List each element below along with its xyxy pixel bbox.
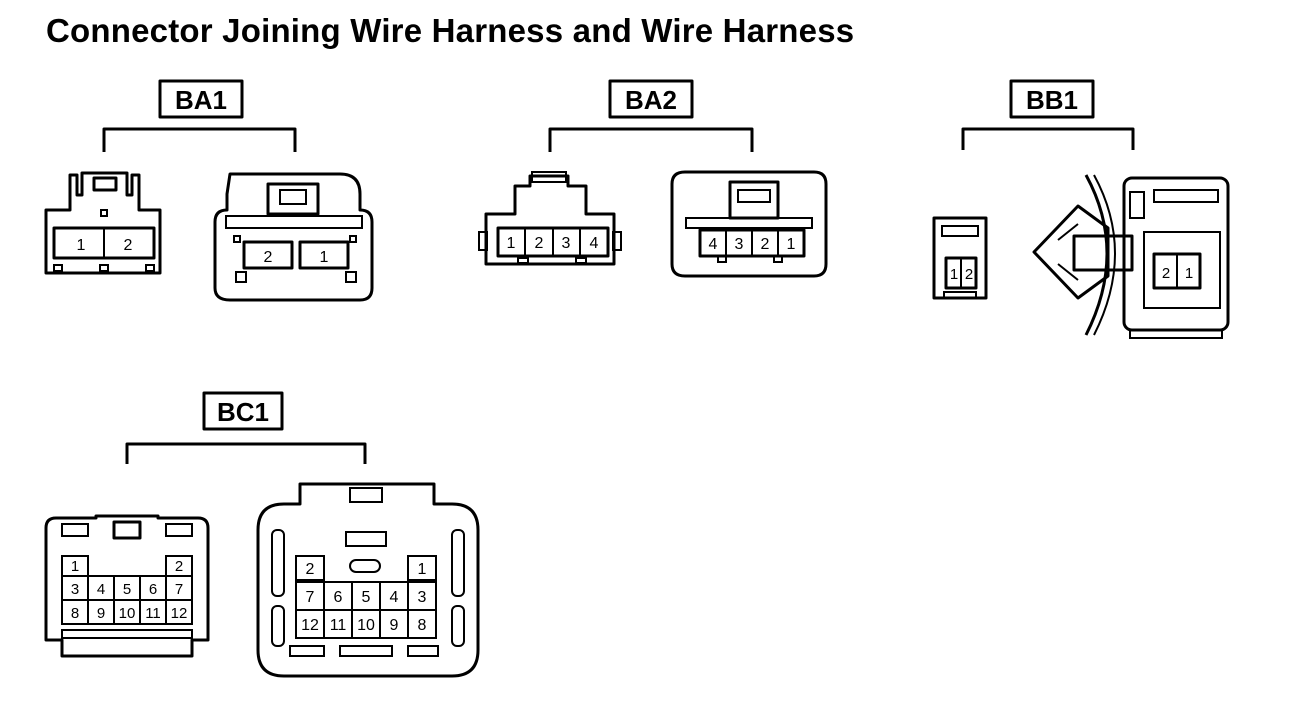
pin-bb1-male-2: 2 (965, 266, 973, 283)
connector-bc1-male: 1 2 3 4 5 6 7 8 9 10 11 12 (44, 514, 210, 658)
pin-bc1-female-3: 3 (418, 589, 427, 606)
pin-bc1-male-9: 9 (97, 605, 105, 622)
connector-ba1-male: 1 2 (44, 171, 162, 275)
pin-ba1-male-2: 2 (124, 237, 133, 254)
bracket-bc1 (125, 442, 367, 464)
connector-label-ba2: BA2 (625, 85, 677, 115)
pin-bc1-female-5: 5 (362, 589, 371, 606)
pin-bc1-female-6: 6 (334, 589, 343, 606)
pin-ba2-female-1: 1 (787, 236, 796, 253)
connector-bc1-female: 2 1 7 6 5 4 3 12 11 10 9 8 (256, 482, 480, 678)
connector-bb1: BB1 1 2 (932, 79, 1230, 339)
pin-bc1-male-6: 6 (149, 581, 157, 598)
pin-bc1-male-1: 1 (71, 558, 79, 575)
pin-ba2-male-2: 2 (535, 235, 544, 252)
connector-bc1: BC1 1 2 3 4 (44, 391, 480, 678)
pin-ba2-female-3: 3 (735, 236, 744, 253)
pin-bc1-male-2: 2 (175, 558, 183, 575)
pin-bc1-male-4: 4 (97, 581, 105, 598)
connector-label-bc1: BC1 (217, 397, 269, 427)
bracket-ba1 (102, 127, 297, 152)
pin-bc1-male-8: 8 (71, 605, 79, 622)
pin-ba2-female-4: 4 (709, 236, 718, 253)
connector-label-ba1: BA1 (175, 85, 227, 115)
connector-bb1-female: 2 1 (1032, 174, 1230, 339)
pin-bc1-male-3: 3 (71, 581, 79, 598)
page-title: Connector Joining Wire Harness and Wire … (46, 12, 855, 49)
pin-ba1-female-1: 1 (320, 249, 329, 266)
pin-bb1-male-1: 1 (950, 266, 958, 283)
connector-ba1: BA1 1 2 (44, 79, 374, 302)
pin-bc1-female-4: 4 (390, 589, 399, 606)
pin-ba1-female-2: 2 (264, 249, 273, 266)
connector-label-box-bb1 (1009, 79, 1095, 119)
pin-bc1-female-12: 12 (301, 617, 319, 634)
bracket-bb1 (961, 127, 1135, 150)
pin-bb1-female-2: 2 (1162, 265, 1170, 282)
pin-ba2-male-1: 1 (507, 235, 516, 252)
pin-bc1-female-9: 9 (390, 617, 399, 634)
connector-ba2: BA2 1 2 3 4 (478, 79, 828, 278)
pin-bb1-female-1: 1 (1185, 265, 1193, 282)
pin-ba1-male-1: 1 (77, 237, 86, 254)
connector-ba2-male: 1 2 3 4 (478, 171, 622, 266)
pin-ba2-female-2: 2 (761, 236, 770, 253)
connector-bb1-male: 1 2 (932, 216, 988, 300)
pin-bc1-female-11: 11 (330, 617, 347, 634)
pin-bc1-male-10: 10 (119, 605, 136, 622)
connector-label-box-ba1 (158, 79, 244, 119)
pin-bc1-male-12: 12 (171, 605, 188, 622)
pin-bc1-female-7: 7 (306, 589, 315, 606)
pin-bc1-male-7: 7 (175, 581, 183, 598)
pin-bc1-male-5: 5 (123, 581, 131, 598)
pin-bc1-male-11: 11 (145, 605, 161, 622)
bracket-ba2 (548, 127, 754, 152)
connector-label-bb1: BB1 (1026, 85, 1078, 115)
pin-bc1-female-1: 1 (418, 561, 427, 578)
pin-bc1-female-10: 10 (357, 617, 375, 634)
connector-ba1-female: 2 1 (213, 172, 374, 302)
pin-ba2-male-3: 3 (562, 235, 571, 252)
pin-ba2-male-4: 4 (590, 235, 599, 252)
pin-bc1-female-8: 8 (418, 617, 427, 634)
pin-bc1-female-2: 2 (306, 561, 315, 578)
connector-label-box-ba2 (608, 79, 694, 119)
connector-label-box-bc1 (202, 391, 284, 431)
connector-ba2-female: 4 3 2 1 (670, 170, 828, 278)
